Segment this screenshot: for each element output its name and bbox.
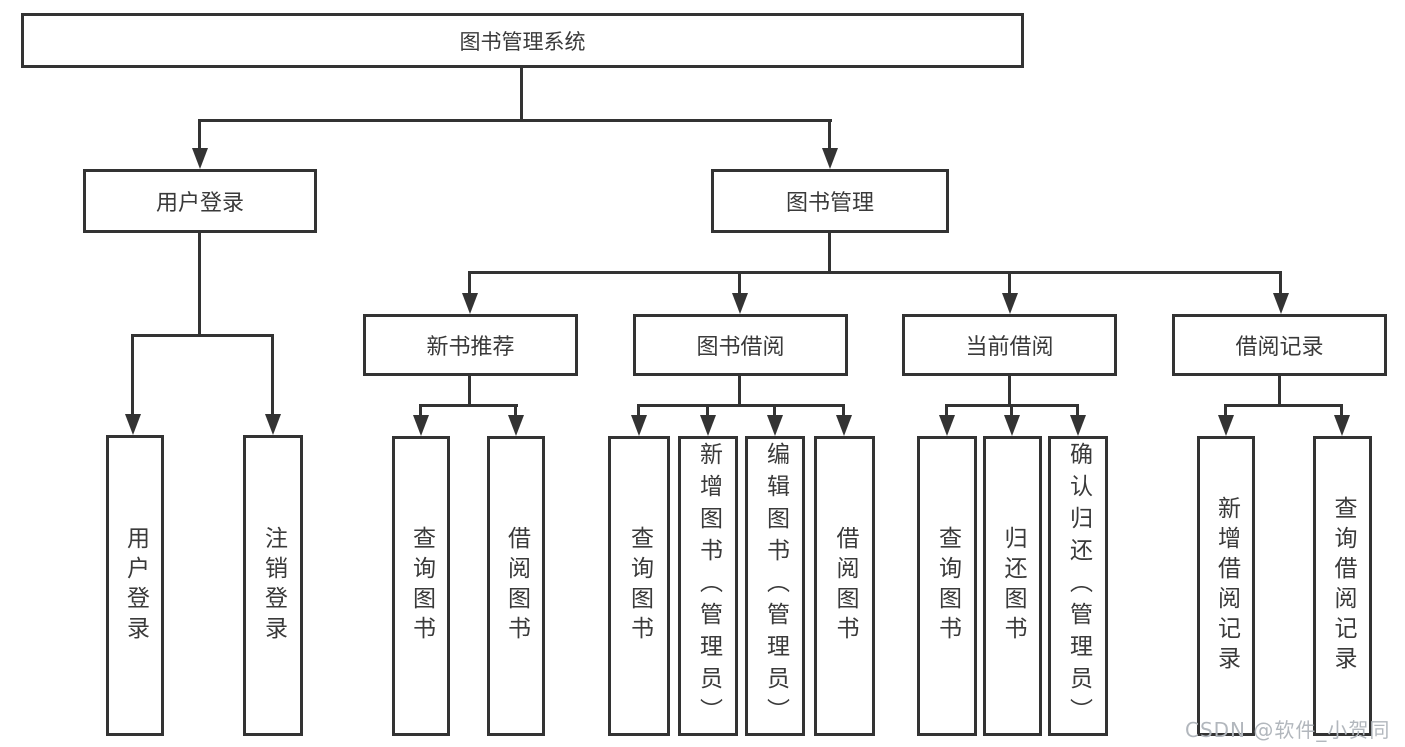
connector-line	[468, 271, 471, 297]
connector-line	[198, 233, 201, 336]
connector-arrowhead	[508, 415, 524, 436]
leaf-user-login: 用户登录	[106, 435, 164, 736]
node-borrow-records: 借阅记录	[1172, 314, 1387, 376]
node-library-system: 图书管理系统	[21, 13, 1024, 68]
connector-line	[1224, 404, 1227, 420]
connector-arrowhead	[732, 293, 748, 314]
connector-line	[468, 271, 1282, 274]
connector-line	[738, 376, 741, 406]
connector-arrowhead	[1070, 415, 1086, 436]
connector-line	[1076, 404, 1079, 420]
connector-line	[773, 404, 776, 420]
connector-line	[1008, 376, 1011, 406]
connector-line	[1340, 404, 1343, 420]
connector-line	[131, 334, 274, 337]
node-book-borrow: 图书借阅	[633, 314, 848, 376]
connector-line	[1224, 404, 1343, 407]
connector-arrowhead	[939, 415, 955, 436]
leaf-edit-books-admin: 编辑图书（管理员）	[745, 436, 805, 736]
connector-arrowhead	[1002, 293, 1018, 314]
leaf-add-books-admin: 新增图书（管理员）	[678, 436, 738, 736]
leaf-logout: 注销登录	[243, 435, 303, 736]
connector-line	[520, 68, 523, 120]
connector-arrowhead	[462, 293, 478, 314]
connector-arrowhead	[1334, 415, 1350, 436]
connector-line	[945, 404, 948, 420]
connector-line	[828, 119, 831, 153]
connector-line	[738, 271, 741, 297]
leaf-borrow-books-1: 借阅图书	[487, 436, 545, 736]
connector-line	[1010, 404, 1013, 420]
connector-line	[419, 404, 518, 407]
leaf-query-books-2: 查询图书	[608, 436, 670, 736]
leaf-query-books-1: 查询图书	[392, 436, 450, 736]
connector-arrowhead	[1004, 415, 1020, 436]
connector-line	[706, 404, 709, 420]
connector-line	[828, 233, 831, 274]
connector-arrowhead	[192, 148, 208, 169]
connector-line	[271, 334, 274, 416]
connector-arrowhead	[413, 415, 429, 436]
connector-line	[419, 404, 422, 420]
node-book-management: 图书管理	[711, 169, 949, 233]
connector-line	[468, 376, 471, 406]
leaf-return-books: 归还图书	[983, 436, 1042, 736]
connector-arrowhead	[767, 415, 783, 436]
node-current-borrow: 当前借阅	[902, 314, 1117, 376]
node-user-login: 用户登录	[83, 169, 317, 233]
connector-line	[131, 334, 134, 416]
connector-line	[637, 404, 845, 407]
connector-line	[1008, 271, 1011, 297]
connector-line	[514, 404, 517, 420]
connector-arrowhead	[1273, 293, 1289, 314]
node-new-book-recommend: 新书推荐	[363, 314, 578, 376]
leaf-query-books-3: 查询图书	[917, 436, 977, 736]
connector-arrowhead	[125, 414, 141, 435]
leaf-add-borrow-record: 新增借阅记录	[1197, 436, 1255, 736]
connector-arrowhead	[836, 415, 852, 436]
connector-arrowhead	[822, 148, 838, 169]
connector-line	[1279, 271, 1282, 297]
connector-line	[637, 404, 640, 420]
csdn-watermark: CSDN @软件_小贺同学	[1185, 718, 1391, 742]
leaf-borrow-books-2: 借阅图书	[814, 436, 875, 736]
connector-line	[198, 119, 832, 122]
leaf-query-borrow-record: 查询借阅记录	[1313, 436, 1372, 736]
connector-arrowhead	[700, 415, 716, 436]
connector-line	[198, 119, 201, 153]
connector-arrowhead	[631, 415, 647, 436]
connector-arrowhead	[1218, 415, 1234, 436]
connector-arrowhead	[265, 414, 281, 435]
connector-line	[1278, 376, 1281, 406]
leaf-confirm-return-admin: 确认归还（管理员）	[1048, 436, 1108, 736]
connector-line	[842, 404, 845, 420]
